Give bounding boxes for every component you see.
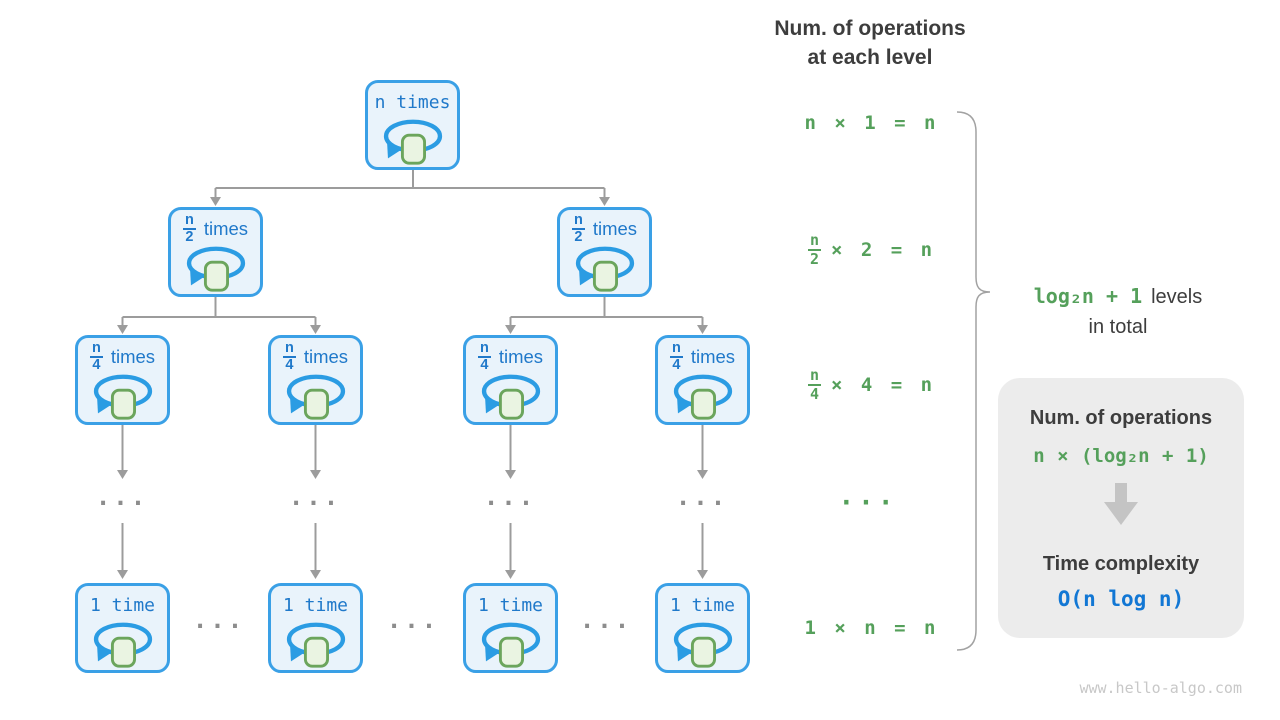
label-suffix: times (498, 346, 544, 367)
tree-node-half-2: n 2 times (557, 207, 652, 297)
label-suffix: times (592, 218, 638, 239)
tree-node-root: n times (365, 80, 460, 170)
column-header-line2: at each level (807, 46, 933, 69)
row-ellipsis: ··· (579, 612, 633, 640)
fraction-numerator: n (282, 340, 296, 358)
summary-time-title: Time complexity (1042, 553, 1200, 575)
loop-arrow-icon (383, 119, 442, 165)
fraction: n 2 (182, 212, 196, 245)
summary-box: Num. of operations n × (log₂n + 1) Time … (998, 378, 1244, 638)
fraction-denominator: 4 (92, 357, 101, 373)
fraction: n 4 (669, 340, 683, 373)
node-label: 1 time (477, 594, 544, 616)
loop-arrow-icon (575, 246, 634, 292)
node-label: 1 time (669, 594, 736, 616)
fraction: n 2 (571, 212, 585, 245)
fraction-denominator: 4 (285, 357, 294, 373)
fraction-numerator: n (571, 212, 585, 230)
ops-level-3: n 4 × 4 = n (786, 363, 954, 407)
node-label: 1 time (89, 594, 156, 616)
node-label: n times (374, 91, 451, 113)
fraction-denominator: 2 (185, 229, 194, 245)
label-suffix: times (303, 346, 349, 367)
ops-level-2-rest: × 2 = n (830, 239, 933, 261)
ops-level-1: n × 1 = n (804, 112, 936, 134)
label-suffix: times (203, 218, 249, 239)
ops-ellipsis: ··· (838, 488, 898, 518)
loop-arrow-icon (673, 374, 732, 420)
tree-connectors (121, 170, 704, 570)
fraction-numerator: n (807, 231, 821, 251)
node-label: n 4 times (282, 341, 349, 373)
tree-node-half-1: n 2 times (168, 207, 263, 297)
summary-ops-title: Num. of operations (1029, 407, 1213, 429)
watermark: www.hello-algo.com (1079, 679, 1242, 697)
levels-word: levels (1151, 286, 1203, 308)
node-label: n 2 times (571, 213, 638, 245)
row-ellipsis: ··· (192, 612, 246, 640)
column-ellipsis: ··· (483, 489, 537, 517)
fraction-denominator: 2 (574, 229, 583, 245)
node-label: n 4 times (89, 341, 156, 373)
row-ellipsis: ··· (386, 612, 440, 640)
node-label: n 4 times (477, 341, 544, 373)
tree-node-quarter-1: n 4 times (75, 335, 170, 425)
fraction-numerator: n (89, 340, 103, 358)
fraction: n 4 (807, 366, 821, 403)
loop-arrow-icon (481, 622, 540, 668)
fraction: n 4 (89, 340, 103, 373)
loop-arrow-icon (286, 622, 345, 668)
loop-arrow-icon (673, 622, 732, 668)
summary-ops-formula: n × (log₂n + 1) (1033, 445, 1209, 467)
ops-level-last: 1 × n = n (804, 617, 936, 639)
column-ellipsis: ··· (675, 489, 729, 517)
tree-node-quarter-3: n 4 times (463, 335, 558, 425)
column-ellipsis: ··· (288, 489, 342, 517)
loop-arrow-icon (93, 622, 152, 668)
tree-node-quarter-4: n 4 times (655, 335, 750, 425)
fraction-denominator: 4 (672, 357, 681, 373)
column-ellipsis: ··· (95, 489, 149, 517)
fraction-numerator: n (182, 212, 196, 230)
loop-arrow-icon (93, 374, 152, 420)
fraction: n 4 (477, 340, 491, 373)
ops-level-2: n 2 × 2 = n (786, 228, 954, 272)
node-label: n 4 times (669, 341, 736, 373)
levels-label-line1: log₂n + 1 levels (1002, 281, 1234, 312)
label-suffix: times (690, 346, 736, 367)
fraction-denominator: 2 (809, 250, 819, 268)
fraction-denominator: 4 (480, 357, 489, 373)
column-header-line1: Num. of operations (774, 17, 966, 40)
levels-count-formula: log₂n + 1 (1033, 284, 1143, 308)
tree-node-leaf-4: 1 time (655, 583, 750, 673)
levels-label: log₂n + 1 levels in total (1002, 281, 1234, 342)
summary-complexity: O(n log n) (1057, 587, 1185, 611)
fraction: n 4 (282, 340, 296, 373)
fraction-numerator: n (669, 340, 683, 358)
fraction-numerator: n (807, 366, 821, 386)
label-suffix: times (110, 346, 156, 367)
down-arrow-icon (1104, 483, 1138, 525)
node-label: 1 time (282, 594, 349, 616)
loop-arrow-icon (481, 374, 540, 420)
tree-node-leaf-3: 1 time (463, 583, 558, 673)
fraction-denominator: 4 (809, 385, 819, 403)
fraction: n 2 (807, 231, 821, 268)
levels-label-line2: in total (1088, 316, 1148, 338)
connector-arrowheads (117, 197, 708, 579)
ops-level-3-rest: × 4 = n (830, 374, 933, 396)
column-header: Num. of operations at each level (745, 14, 995, 72)
fraction-numerator: n (477, 340, 491, 358)
tree-node-leaf-1: 1 time (75, 583, 170, 673)
tree-node-leaf-2: 1 time (268, 583, 363, 673)
tree-node-quarter-2: n 4 times (268, 335, 363, 425)
loop-arrow-icon (186, 246, 245, 292)
loop-arrow-icon (286, 374, 345, 420)
node-label: n 2 times (182, 213, 249, 245)
curly-brace (956, 111, 991, 651)
